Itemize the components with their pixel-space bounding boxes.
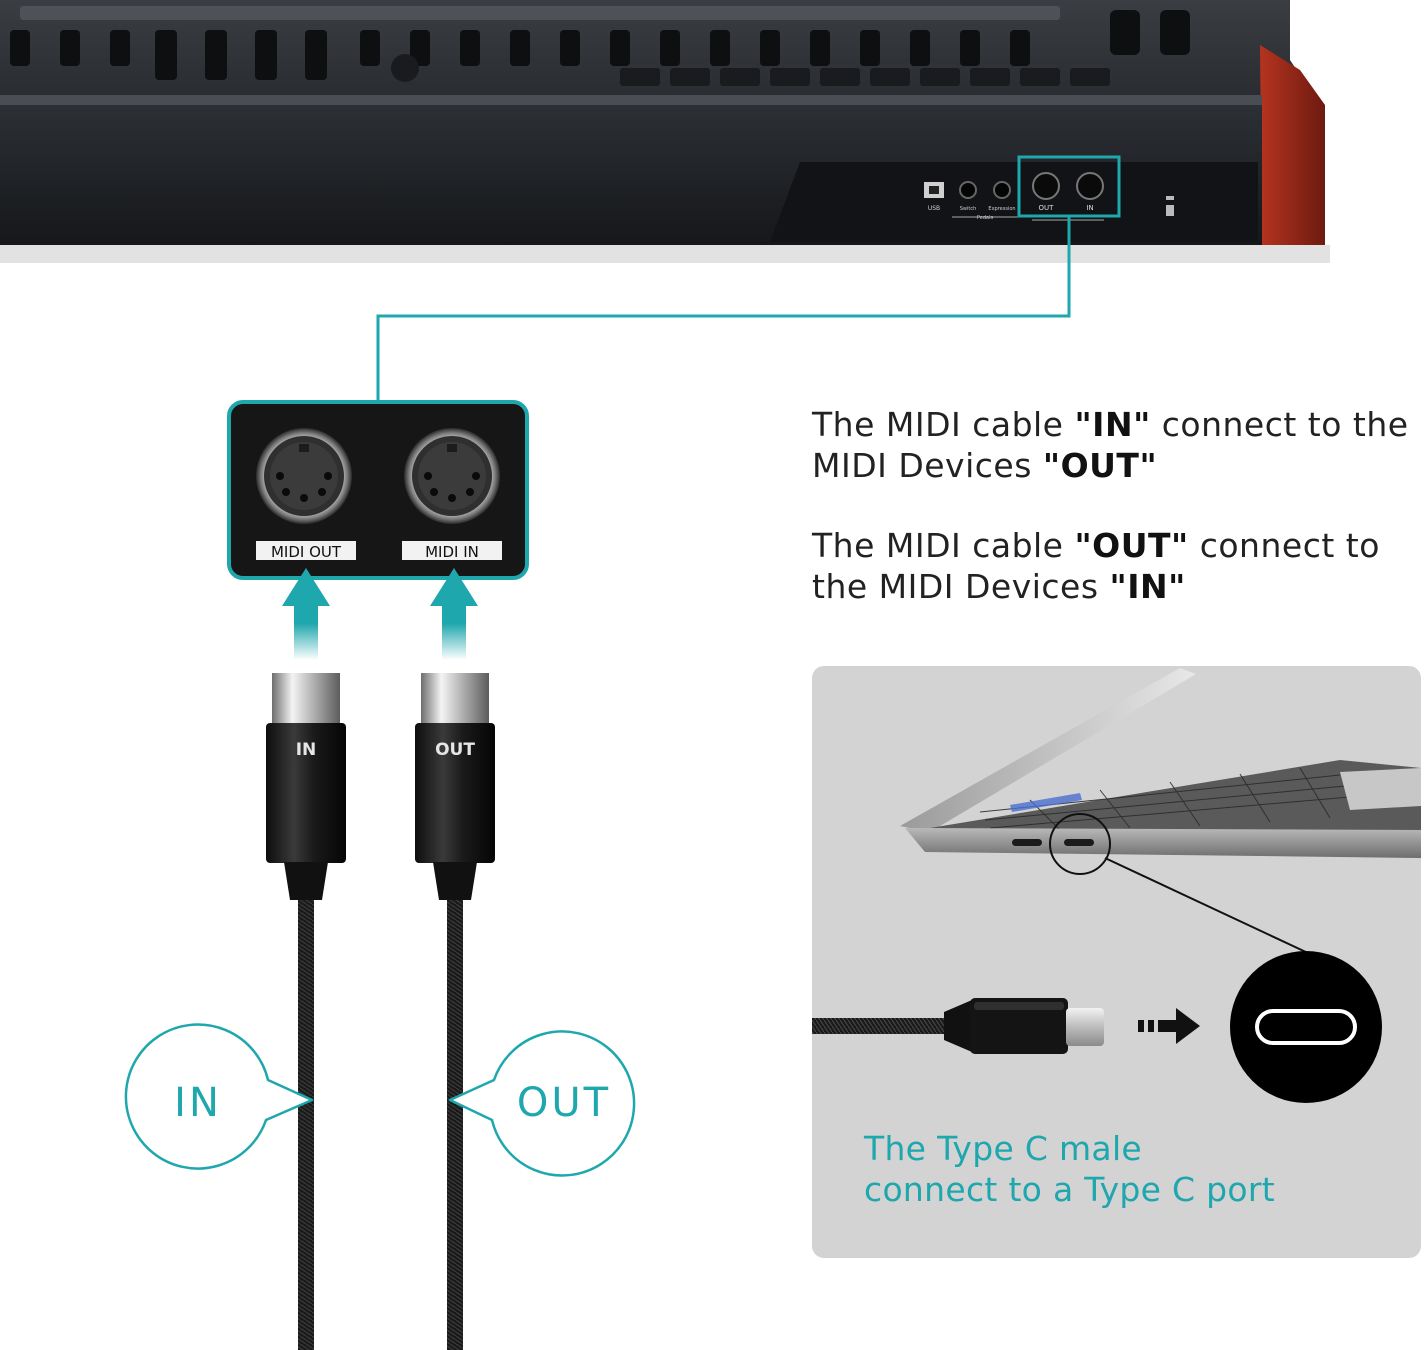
type-c-plug-tip: [1066, 1008, 1104, 1046]
midi-out-label: MIDI OUT: [271, 543, 342, 561]
callout-in-label: IN: [174, 1080, 222, 1126]
right-up-arrow: [430, 568, 478, 660]
instruction-out-pre: The MIDI cable: [812, 526, 1075, 565]
plug-out-label: OUT: [435, 740, 475, 760]
laptop-lid: [900, 668, 1196, 832]
type-c-caption-line2: connect to a Type C port: [864, 1170, 1276, 1209]
type-c-cable: [812, 1018, 944, 1034]
port-highlight-circle: [1049, 813, 1111, 875]
callout-out: OUT: [448, 1030, 636, 1177]
type-c-panel: [812, 666, 1421, 1258]
lock-icon: [1166, 205, 1174, 216]
type-c-port-zoom: [1230, 951, 1382, 1103]
insert-arrow-icon: [1176, 1008, 1200, 1044]
midi-plug-out: OUT: [415, 673, 495, 1350]
type-c-caption: The Type C male connect to a Type C port: [864, 1128, 1384, 1210]
midi-keyboard: [0, 0, 1330, 263]
midi-port-zoom-panel: MIDI OUT MIDI IN: [227, 400, 529, 580]
pedals-label: Pedals: [977, 215, 994, 221]
instruction-in-cable-end: "IN": [1074, 405, 1151, 444]
laptop-base: [905, 828, 1421, 858]
usb-port-label: USB: [928, 205, 940, 212]
left-up-arrow: [282, 568, 330, 660]
laptop-keyboard-deck: [930, 760, 1421, 830]
switch-pedal-jack: [959, 181, 977, 199]
midi-plug-in: IN: [266, 673, 346, 1350]
keyboard-port-panel: USB Switch Expression Pedals OUT IN: [924, 155, 1174, 221]
midi-in-label: MIDI IN: [425, 543, 479, 561]
midi-out-socket: [256, 428, 352, 524]
instruction-out: The MIDI cable "OUT" connect to the MIDI…: [812, 525, 1412, 607]
instruction-out-cable-end: "OUT": [1074, 526, 1189, 565]
type-c-port-icon: [1255, 1009, 1357, 1045]
callout-out-label: OUT: [517, 1080, 611, 1126]
keyboard-out-label: OUT: [1039, 204, 1055, 212]
switch-label: Switch: [960, 206, 977, 212]
plug-in-label: IN: [296, 740, 317, 760]
instruction-in-pre: The MIDI cable: [812, 405, 1075, 444]
zoom-connector-line: [376, 216, 1071, 402]
type-c-plug-housing: [970, 998, 1068, 1054]
keyboard-midi-in-port: [1076, 172, 1104, 200]
laptop-usb-c-port-2: [1064, 839, 1094, 846]
instruction-in-mid: connect to the MIDI Devices: [812, 405, 1409, 485]
keyboard-in-label: IN: [1086, 204, 1093, 212]
midi-in-socket: [404, 428, 500, 524]
type-c-caption-line1: The Type C male: [864, 1129, 1143, 1168]
expression-label: Expression: [988, 206, 1015, 212]
keyboard-midi-out-port: [1032, 172, 1060, 200]
instruction-out-device-end: "IN": [1109, 567, 1186, 606]
callout-in: IN: [124, 1023, 314, 1170]
instruction-in: The MIDI cable "IN" connect to the MIDI …: [812, 404, 1412, 486]
instruction-in-device-end: "OUT": [1042, 446, 1158, 485]
instruction-out-mid: connect to the MIDI Devices: [812, 526, 1380, 606]
laptop-illustration: [812, 668, 1421, 1103]
laptop-usb-c-port-1: [1012, 839, 1042, 846]
expression-pedal-jack: [993, 181, 1011, 199]
